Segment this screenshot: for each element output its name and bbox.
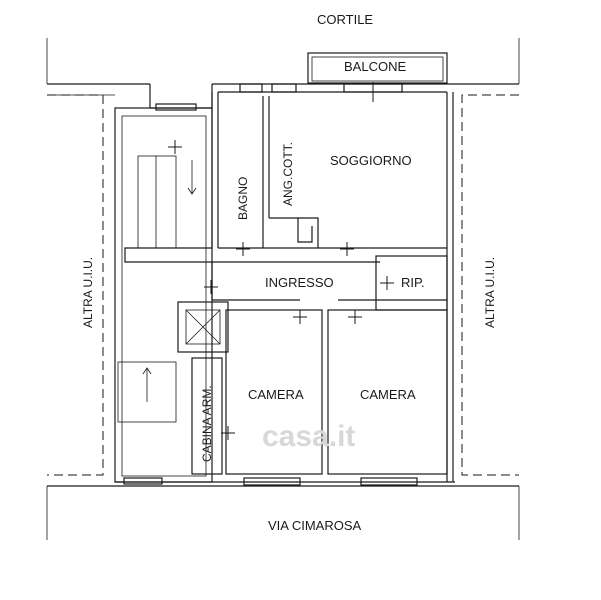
label-camera-right: CAMERA [360, 387, 416, 402]
label-cortile: CORTILE [317, 12, 373, 27]
stair-arrows [142, 160, 197, 402]
label-altra-uiu-right: ALTRA U.I.U. [483, 257, 497, 328]
label-via-cimarosa: VIA CIMAROSA [268, 518, 362, 533]
label-altra-uiu-left: ALTRA U.I.U. [81, 257, 95, 328]
label-rip: RIP. [401, 275, 425, 290]
watermark: casa.it [262, 420, 355, 453]
courtyard-wall [47, 83, 519, 109]
label-balcone: BALCONE [344, 59, 406, 74]
label-ingresso: INGRESSO [265, 275, 334, 290]
label-cabina-arm: CABINA ARM. [200, 385, 214, 462]
windows [123, 83, 418, 486]
label-soggiorno: SOGGIORNO [330, 153, 412, 168]
label-camera-left: CAMERA [248, 387, 304, 402]
electric-ticks [168, 82, 394, 440]
label-ang-cott: ANG.COTT. [281, 142, 295, 206]
label-bagno: BAGNO [236, 177, 250, 220]
apartment-walls [114, 91, 454, 483]
balcony [307, 52, 448, 84]
